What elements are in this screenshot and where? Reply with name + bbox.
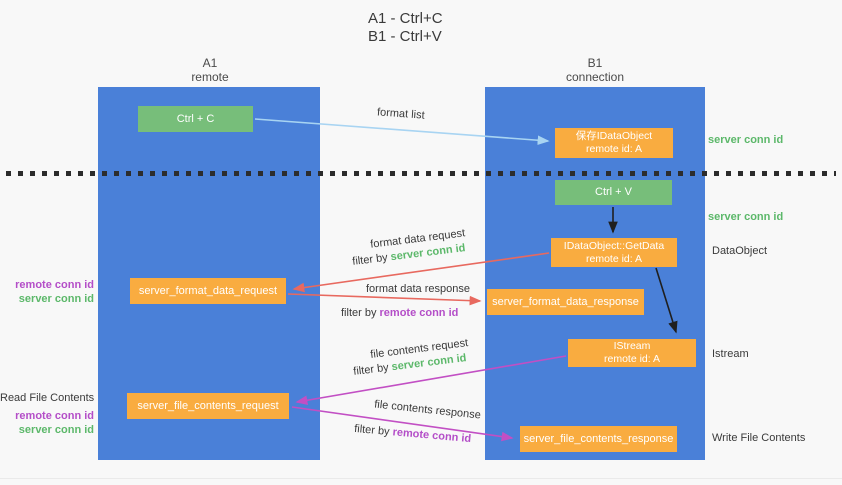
- filter-by-text: filter by: [353, 422, 394, 439]
- save-idataobject-line2: remote id: A: [585, 143, 643, 155]
- file-server-conn-id-label: server conn id: [18, 424, 94, 436]
- server-file-contents-response-label: server_file_contents_response: [523, 432, 674, 445]
- getdata-line2: remote id: A: [585, 252, 643, 265]
- istream-side-label: Istream: [712, 348, 749, 360]
- read-file-contents-label: Read File Contents: [0, 392, 95, 404]
- server-conn-id-label-mid: server conn id: [708, 211, 784, 223]
- title-line-1: A1 - Ctrl+C: [368, 10, 443, 27]
- server-format-data-response-box: server_format_data_response: [487, 289, 644, 315]
- format-data-response-filter-label: filter by remote conn id: [341, 307, 458, 319]
- getdata-line1: IDataObject::GetData: [563, 239, 665, 252]
- file-remote-conn-id-label: remote conn id: [15, 410, 94, 422]
- bottom-edge-line: [0, 478, 842, 479]
- file-contents-response-filter-label: filter by remote conn id: [354, 423, 472, 445]
- format-remote-conn-id-label: remote conn id: [15, 279, 94, 291]
- filter-remote-conn-id-value: remote conn id: [392, 426, 472, 446]
- ctrl-c-box: Ctrl + C: [138, 106, 253, 132]
- server-file-contents-response-box: server_file_contents_response: [520, 426, 677, 452]
- idataobject-getdata-box: IDataObject::GetData remote id: A: [551, 238, 677, 267]
- lane-b1-subtitle: connection: [565, 70, 625, 84]
- filter-by-text: filter by: [351, 251, 392, 268]
- istream-line2: remote id: A: [603, 353, 661, 365]
- istream-line1: IStream: [613, 340, 651, 352]
- write-file-contents-label: Write File Contents: [712, 432, 806, 444]
- lane-header-b1: B1 connection: [535, 56, 655, 84]
- format-data-response-arrow-label: format data response: [366, 283, 470, 295]
- save-idataobject-line1: 保存IDataObject: [575, 130, 653, 142]
- dataobject-label: DataObject: [712, 245, 768, 257]
- server-file-contents-request-box: server_file_contents_request: [127, 393, 289, 419]
- format-server-conn-id-label: server conn id: [18, 293, 94, 305]
- diagram-title: A1 - Ctrl+C B1 - Ctrl+V: [368, 10, 443, 46]
- ctrl-v-label: Ctrl + V: [595, 186, 632, 198]
- session-divider-dotted-line: [6, 171, 836, 176]
- istream-box: IStream remote id: A: [568, 339, 696, 367]
- lane-header-a1: A1 remote: [150, 56, 270, 84]
- save-idataobject-box: 保存IDataObject remote id: A: [555, 128, 673, 158]
- filter-by-text: filter by: [352, 361, 393, 378]
- filter-remote-conn-id-value: remote conn id: [379, 307, 459, 319]
- lane-a1-subtitle: remote: [191, 70, 229, 84]
- format-list-arrow-label: format list: [376, 106, 426, 122]
- server-format-data-response-label: server_format_data_response: [492, 295, 639, 308]
- lane-a1-name: A1: [202, 56, 218, 70]
- ctrl-c-label: Ctrl + C: [176, 112, 215, 125]
- server-file-contents-request-label: server_file_contents_request: [137, 399, 279, 412]
- file-contents-response-arrow-label: file contents response: [373, 398, 482, 422]
- server-conn-id-label-top: server conn id: [708, 134, 784, 146]
- lane-b1-name: B1: [587, 56, 603, 70]
- server-format-data-request-box: server_format_data_request: [130, 278, 286, 304]
- title-line-2: B1 - Ctrl+V: [368, 28, 442, 45]
- server-format-data-request-label: server_format_data_request: [138, 284, 278, 297]
- ctrl-v-box: Ctrl + V: [555, 180, 672, 205]
- filter-by-text: filter by: [341, 307, 380, 319]
